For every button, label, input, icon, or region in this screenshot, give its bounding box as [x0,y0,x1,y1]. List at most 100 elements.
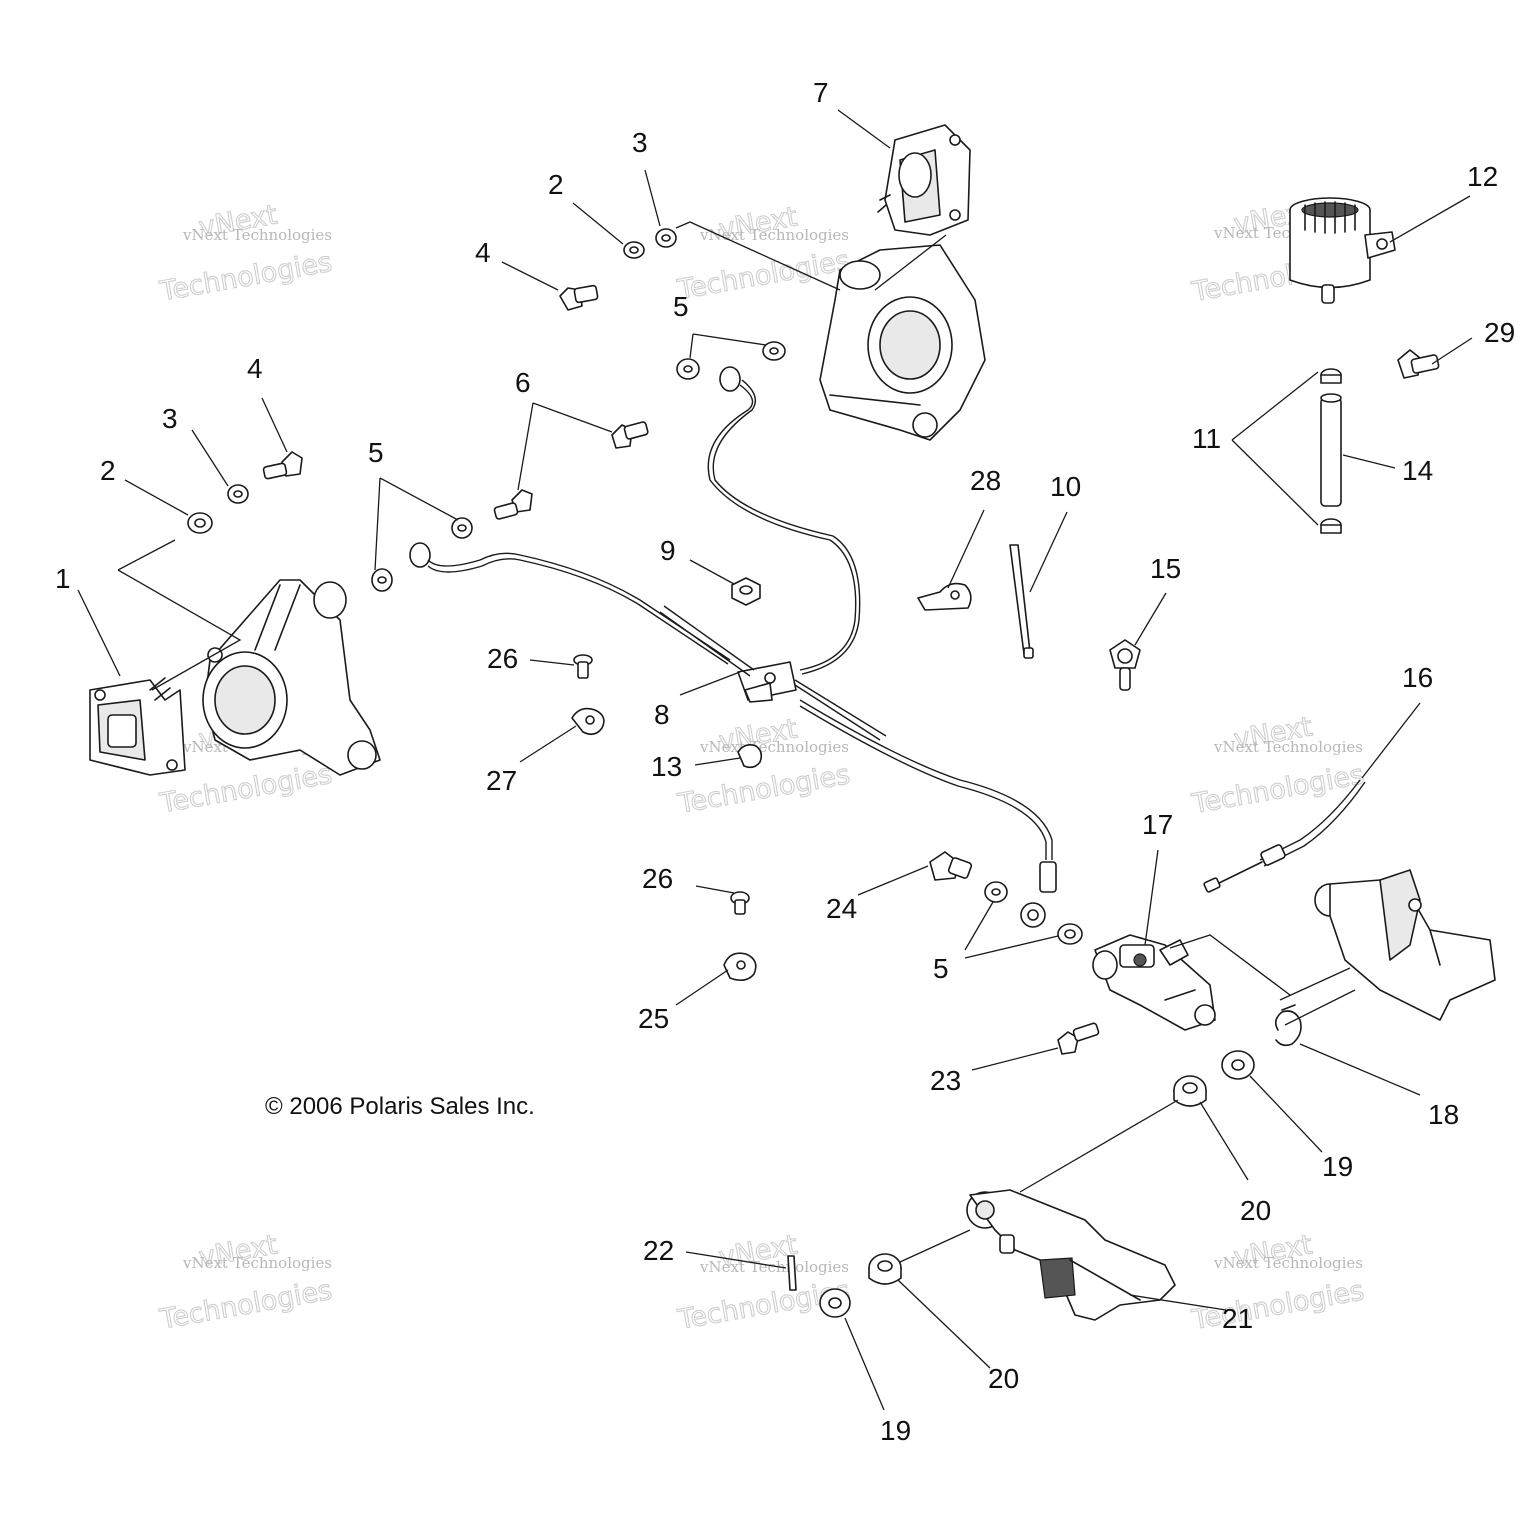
nut-9 [731,577,761,606]
callout-5-lower: 5 [933,953,949,984]
svg-text:vNext Technologies: vNext Technologies [699,226,849,244]
watermark-mid-center: vNext vNext Technologies Technologies [675,713,853,821]
hose-clamp-lower [1320,518,1342,534]
brake-fluid-reservoir [1289,197,1396,304]
watermark-bottom-left: vNext vNext Technologies Technologies [157,1229,335,1336]
copyright-text: © 2006 Polaris Sales Inc. [265,1093,535,1120]
watermark-bottom-center: vNext vNext Technologies Technologies [675,1229,853,1337]
reservoir-bolt [1397,349,1440,379]
bolt-6-upper [611,421,649,449]
callout-4-left: 4 [247,353,263,384]
washer-19-left [819,1288,851,1318]
callout-3-top: 3 [632,127,648,158]
brake-pedal [966,1189,1176,1321]
leader-lines [77,109,1473,1411]
washer-3-top [655,228,677,248]
callout-16: 16 [1402,662,1433,693]
callout-6: 6 [515,367,531,398]
svg-text:Technologies: Technologies [675,759,852,820]
callout-13: 13 [651,751,682,782]
callout-18: 18 [1428,1099,1459,1130]
callout-5-top: 5 [673,291,689,322]
callout-3-left: 3 [162,403,178,434]
pedal-mount-bracket [1314,869,1496,1021]
callout-27: 27 [486,765,517,796]
bushing-20-right [1173,1075,1207,1107]
brake-line-left [409,542,731,665]
clip-13 [737,744,763,769]
washer-5-lower-b [1057,923,1083,945]
washer-5-top-b [676,358,700,380]
callout-23: 23 [930,1065,961,1096]
callout-14: 14 [1402,455,1433,486]
washer-5-left-a [451,517,473,539]
callout-20-right: 20 [1240,1195,1271,1226]
callout-20-left: 20 [988,1363,1019,1394]
screw-26-lower [730,891,750,915]
callout-5-left: 5 [368,437,384,468]
callout-28: 28 [970,465,1001,496]
callout-15: 15 [1150,553,1181,584]
washer-3-left [227,484,249,504]
callout-4-top: 4 [475,237,491,268]
left-brake-caliper [89,677,186,776]
callout-labels: 1 2 3 4 2 3 4 5 5 5 6 7 8 9 10 11 12 13 … [55,77,1515,1446]
spring-clip-18 [1274,1004,1302,1047]
svg-text:vNext Technologies: vNext Technologies [1213,1254,1363,1272]
right-brake-caliper [877,124,971,236]
svg-text:Technologies: Technologies [1189,1275,1366,1336]
svg-text:Technologies: Technologies [157,1275,334,1336]
fitting-15 [1109,639,1141,691]
right-steering-knuckle [819,244,986,441]
banjo-bolt-24 [929,851,973,881]
clip-28 [917,582,972,611]
callout-1: 1 [55,563,71,594]
washer-5-top-a [762,341,786,361]
clip-25 [723,952,757,982]
callout-26-upper: 26 [487,643,518,674]
watermark-bottom-right: vNext vNext Technologies Technologies [1189,1229,1367,1337]
svg-text:Technologies: Technologies [675,245,852,306]
brake-line-tee [659,605,887,741]
master-cylinder [1092,934,1216,1031]
callout-2-top: 2 [548,169,564,200]
clip-27 [571,707,605,736]
callout-24: 24 [826,893,857,924]
reservoir-hose [1320,393,1342,507]
hose-clamp-upper [1320,368,1342,384]
callout-7: 7 [813,77,829,108]
callout-25: 25 [638,1003,669,1034]
svg-text:vNext Technologies: vNext Technologies [1213,738,1363,756]
svg-text:vNext Technologies: vNext Technologies [182,1254,332,1272]
callout-19-left: 19 [880,1415,911,1446]
bolt-4-left [262,451,303,480]
washer-2-left [187,512,213,534]
svg-text:Technologies: Technologies [157,247,334,308]
callout-17: 17 [1142,809,1173,840]
svg-text:Technologies: Technologies [1189,759,1366,820]
cotter-pin-22 [787,1255,797,1291]
callout-11: 11 [1192,423,1221,454]
callout-9: 9 [660,535,676,566]
callout-29: 29 [1484,317,1515,348]
watermark-top-center: vNext vNext Technologies Technologies [674,201,852,307]
screw-26-upper [573,654,593,679]
washer-5-lower-a [984,881,1008,903]
callout-12: 12 [1467,161,1498,192]
cable-tie-10 [1009,544,1034,659]
callout-22: 22 [643,1235,674,1266]
bolt-6-lower [493,489,533,520]
brake-switch-cable [1203,779,1366,893]
callout-10: 10 [1050,471,1081,502]
bushing-20-left [868,1253,902,1285]
callout-21: 21 [1222,1303,1253,1334]
brake-line-upper [707,366,861,675]
brake-line-lower [799,699,1057,928]
washer-5-left-b [371,568,393,592]
svg-text:vNext Technologies: vNext Technologies [699,738,849,756]
callout-8: 8 [654,699,670,730]
bolt-23 [1057,1022,1100,1055]
svg-text:vNext Technologies: vNext Technologies [182,226,332,244]
